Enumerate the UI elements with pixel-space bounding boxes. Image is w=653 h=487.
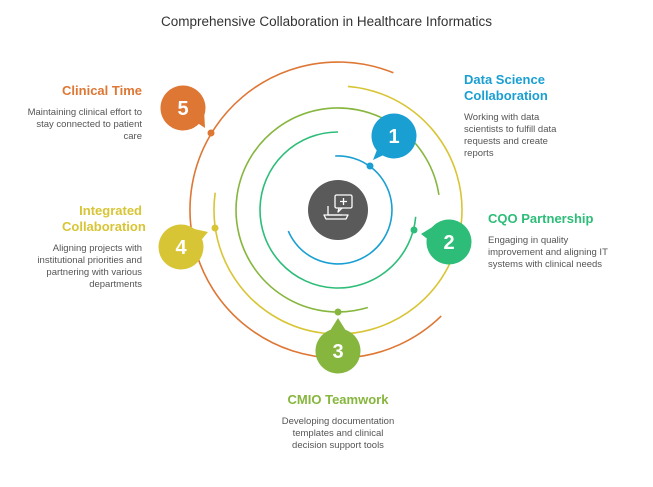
step-bubble-3: 3 [315,318,361,374]
step-2-text: CQO Partnership Engaging in quality impr… [488,211,638,271]
ring-arc-4 [213,85,463,335]
step-1-text: Data Science Collaboration Working with … [464,72,644,160]
diagram-title: Comprehensive Collaboration in Healthcar… [161,14,492,29]
step-bubble-4: 4 [158,224,208,270]
step-2-description: Engaging in quality improvement and alig… [488,235,608,270]
step-3-title: CMIO Teamwork [287,392,389,407]
step-5-description: Maintaining clinical effort to stay conn… [27,107,142,142]
step-1-title: Data Science Collaboration [464,72,548,103]
step-number-1: 1 [388,126,399,148]
step-number-4: 4 [175,237,187,259]
step-bubble-2: 2 [421,219,472,265]
ring-arc-2 [259,131,417,289]
ring-dot-5 [207,129,215,137]
step-2-title: CQO Partnership [488,211,594,226]
step-1-description: Working with data scientists to fulfill … [464,112,557,159]
ring-dot-1 [366,162,374,170]
step-number-5: 5 [177,98,188,120]
ring-dot-4 [211,224,219,232]
step-4-title: Integrated Collaboration [62,203,146,234]
step-3-text: CMIO Teamwork Developing documentation t… [263,392,413,452]
step-bubble-5: 5 [160,85,206,131]
step-bubble-1: 1 [371,113,417,160]
step-number-3: 3 [332,341,343,363]
step-4-text: Integrated Collaboration Aligning projec… [22,203,146,291]
ring-dot-3 [334,308,342,316]
step-number-2: 2 [443,232,454,254]
step-5-text: Clinical Time Maintaining clinical effor… [22,83,142,143]
laptop-medical-chat-icon [323,194,353,220]
step-3-description: Developing documentation templates and c… [281,416,395,451]
ring-dot-2 [410,226,418,234]
step-4-description: Aligning projects with institutional pri… [37,243,142,290]
step-5-title: Clinical Time [62,83,142,98]
